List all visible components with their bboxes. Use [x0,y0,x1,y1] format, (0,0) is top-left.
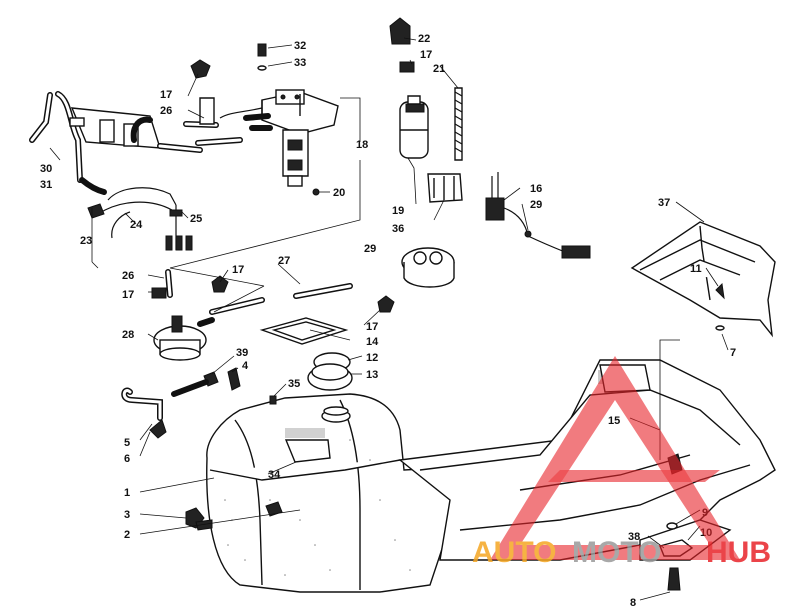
callout-17-pump: 17 [420,49,432,61]
watermark-logo-triangle [490,356,740,560]
callout-21: 21 [433,63,445,75]
callout-28: 29 [364,243,376,255]
callout-17-right: 17 [366,321,378,333]
vent-hose-fitting [121,367,241,439]
callout-4: 4 [242,360,249,372]
callout-34: 34 [268,469,281,481]
watermark-auto: AUTO [472,536,556,569]
pump-spring [454,87,463,161]
callout-11: 11 [690,263,702,275]
callout-3: 3 [124,509,130,521]
fuel-gauge-sender-assembly [219,89,339,196]
callout-27: 28 [122,329,134,341]
fuel-line-assembly-upper [29,59,273,195]
callout-17-mid: 17 [232,264,244,276]
callout-5: 5 [124,437,130,449]
callout-7: 7 [730,347,736,359]
watermark-moto: MOTO [572,536,661,569]
callout-38: 38 [628,531,640,543]
callout-32: 32 [294,40,306,52]
automotohub-watermark: AUTO MOTO HUB [472,356,771,569]
callout-30: 30 [40,163,52,175]
callout-22: 22 [418,33,430,45]
callout-8: 8 [630,597,636,609]
pump-filter-sock [427,173,463,203]
fuel-tank [206,393,453,593]
callout-18: 18 [356,139,368,151]
callout-25: 25 [190,213,202,225]
callout-16: 16 [530,183,542,195]
callout-17: 17 [160,89,172,101]
callout-26-lower: 26 [122,270,134,282]
tank-gasket [259,317,349,345]
callout-26-mid: 27 [278,255,290,267]
callout-15: 15 [608,415,620,427]
callout-6: 6 [124,453,130,465]
callout-23: 23 [80,235,92,247]
callout-26: 26 [160,105,172,117]
callout-37: 37 [658,197,670,209]
fuel-valve-right [401,247,455,288]
callout-2: 2 [124,529,130,541]
callout-labels: 32 33 17 26 18 20 30 31 24 25 23 26 17 1… [40,33,736,609]
rear-shroud [630,221,776,338]
fuel-pump [389,17,429,159]
callout-31: 31 [40,179,52,191]
callout-1: 1 [124,487,130,499]
watermark-hub: HUB [706,536,771,569]
callout-20: 20 [333,187,345,199]
callout-24: 24 [130,219,143,231]
callout-13: 13 [366,369,378,381]
callout-39: 39 [236,347,248,359]
tank-stipple [224,439,411,576]
leader-lines [49,37,729,601]
callout-14: 14 [366,336,379,348]
callout-33: 33 [294,57,306,69]
wire-harness [87,187,193,262]
callout-29: 29 [530,199,542,211]
callout-19: 19 [392,205,404,217]
callout-35: 35 [288,378,300,390]
fuel-valve-left [153,315,215,361]
callout-36: 36 [392,223,404,235]
fuel-cap [307,352,353,391]
callout-17-lower: 17 [122,289,134,301]
callout-12: 12 [366,352,378,364]
sender-wire-connector [485,172,591,259]
fuel-line-assembly-lower [151,269,395,315]
